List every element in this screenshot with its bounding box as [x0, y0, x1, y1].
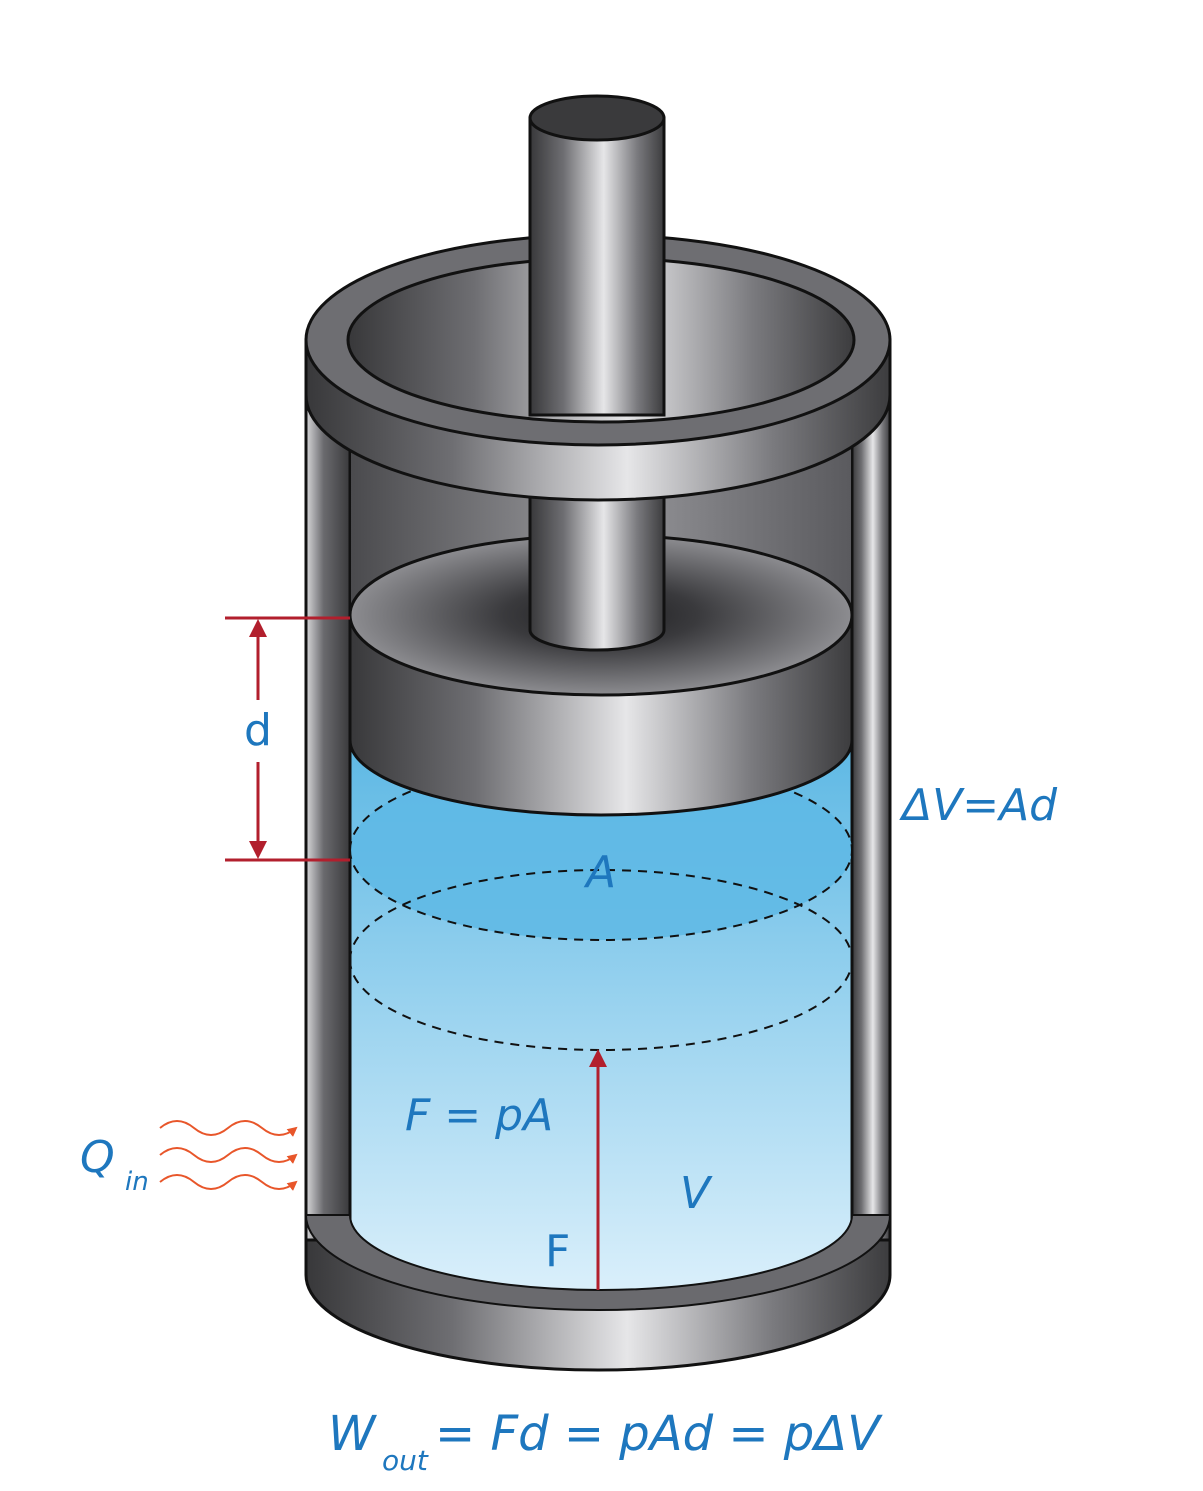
- area-disk-dash-top: [349, 759, 853, 851]
- force-equation-label: F = pA: [405, 1090, 553, 1141]
- heat-wave-3: [159, 1174, 298, 1191]
- heat-wave-1: [159, 1120, 298, 1137]
- volume-label: V: [680, 1168, 713, 1219]
- top-collar: [304, 233, 892, 502]
- force-label: F: [545, 1226, 570, 1277]
- heat-input-arrows: [159, 1120, 298, 1191]
- d-label: d: [244, 705, 272, 756]
- heat-q-subscript: in: [125, 1167, 149, 1197]
- base-inner-rim: [304, 1214, 892, 1311]
- area-label: A: [583, 847, 616, 898]
- rod-cap: [528, 94, 666, 142]
- lower-disk-dash-bottom: [349, 959, 853, 1051]
- piston-rod-lower: [528, 468, 666, 652]
- area-disk-dash-bottom: [349, 849, 853, 941]
- delta-v-label: ΔV=Ad: [899, 780, 1058, 831]
- cylinder-left-wall: [304, 338, 352, 1242]
- rod-body: [528, 116, 666, 417]
- piston: [348, 468, 854, 817]
- piston-rod-upper: [528, 94, 666, 417]
- displacement-dimension: d: [225, 616, 350, 862]
- work-w-label: W: [328, 1406, 377, 1462]
- lower-disk-dash-top: [349, 869, 853, 961]
- work-equation-label: = Fd = pAd = pΔV: [435, 1406, 883, 1462]
- heat-wave-2: [159, 1147, 298, 1164]
- work-w-subscript: out: [382, 1444, 429, 1477]
- heat-q-label: Q: [80, 1132, 115, 1183]
- cylinder-right-wall: [850, 338, 892, 1242]
